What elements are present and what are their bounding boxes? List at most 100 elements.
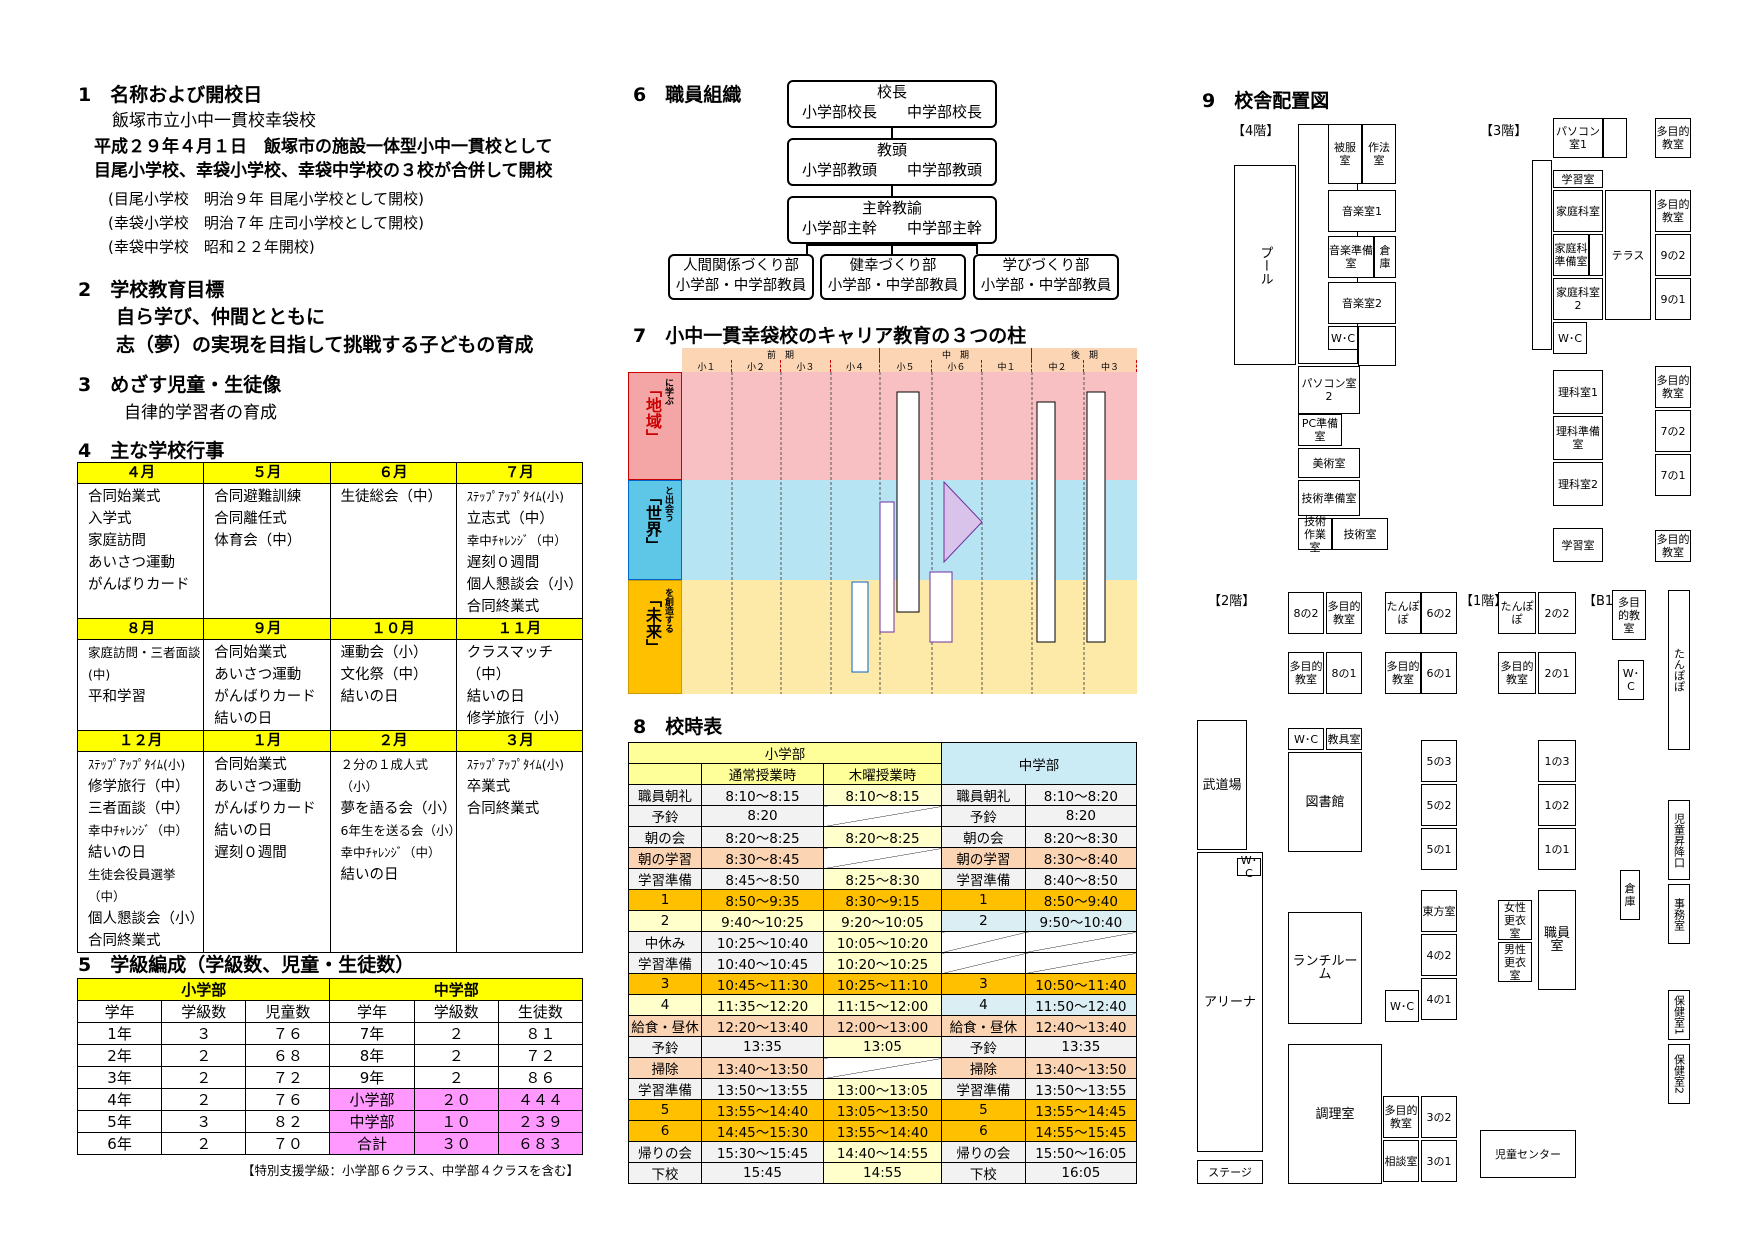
room-wc-b1: W･C [1618, 660, 1644, 700]
room-budo: 武道場 [1197, 720, 1247, 850]
class-cell: ７６ [245, 1088, 331, 1111]
room-multi-2f: 多目的教室 [1326, 592, 1362, 634]
class-cell: 4年 [76, 1088, 163, 1111]
timetable-cell: 13:40～13:50 [701, 1057, 824, 1079]
timetable-cell: 給食・昼休 [628, 1015, 702, 1037]
class-cell: ８６ [497, 1066, 584, 1089]
room-503: 5の3 [1421, 740, 1457, 782]
events-cell: 家庭訪問・三者面談(中)平和学習 [76, 639, 205, 731]
timetable-cell: 1 [628, 889, 702, 911]
class-cell: 1年 [76, 1022, 163, 1045]
chief-teacher-box: 主幹教諭小学部主幹 中学部主幹 [787, 196, 997, 244]
timetable-cell: 8:30～8:40 [1024, 847, 1138, 869]
room-arena: アリーナ [1197, 852, 1263, 1152]
class-col-header: 学年 [329, 1000, 415, 1023]
sec8-heading: 8 校時表 [633, 716, 723, 738]
timetable-cell: 12:40～13:40 [1024, 1015, 1138, 1037]
timetable-cell: 予鈴 [941, 805, 1026, 827]
room-home: 家庭科室 [1553, 190, 1603, 232]
room-702: 7の2 [1655, 410, 1691, 452]
events-cell: ｽﾃｯﾌﾟｱｯﾌﾟﾀｲﾑ(小)修学旅行（中）三者面談（中）幸中ﾁｬﾚﾝｼﾞ（中）… [76, 751, 205, 953]
room-multi-3f: 多目的教室 [1655, 118, 1691, 158]
class-cell: ７２ [245, 1066, 331, 1089]
goal-line-2: 志（夢）の実現を目指して挑戦する子どもの育成 [116, 334, 534, 356]
room-art2: 美術室 [1298, 448, 1360, 478]
room-tanpopo-1f: たんぽぽ [1498, 592, 1536, 634]
timetable-cell: 16:05 [1024, 1162, 1138, 1184]
room-multi-3f-3: 多目的教室 [1655, 366, 1691, 408]
room-teacher: 教具室 [1326, 728, 1362, 750]
class-cell: ７２ [497, 1044, 584, 1067]
timetable-cell: 8:20 [1024, 805, 1138, 827]
month-cell: ５月 [203, 462, 331, 484]
room-tanpopo-2f: たんぽぽ [1385, 592, 1421, 634]
timetable-cell: 12:20～13:40 [701, 1015, 824, 1037]
class-cell: ２ [413, 1022, 499, 1045]
room-multi-2f-4: 多目的教室 [1383, 1096, 1419, 1138]
room-cook: 調理室 [1288, 1044, 1382, 1184]
room-402: 4の2 [1421, 934, 1457, 976]
timetable-cell: 13:40～13:50 [1024, 1057, 1138, 1079]
room-storage-3f [1589, 234, 1603, 276]
timetable-cell: 学習準備 [941, 1078, 1026, 1100]
class-cell: ４４４ [497, 1088, 584, 1111]
timetable-cell: 11:15～12:00 [823, 994, 942, 1016]
room-nurse1: 保健室1 [1668, 990, 1690, 1040]
timetable-cell: 給食・昼休 [941, 1015, 1026, 1037]
floor4-label: 【4階】 [1232, 124, 1280, 139]
room-broad: 被服室 [1328, 124, 1362, 184]
room-kids: 児童センター [1480, 1130, 1576, 1178]
timetable-cell: 予鈴 [628, 805, 702, 827]
sec6-heading: 6 職員組織 [633, 84, 742, 106]
room-multi-3f-2: 多目的教室 [1655, 190, 1691, 232]
room-multi-3f-4: 多目的教室 [1655, 530, 1691, 562]
class-cell: ２ [161, 1066, 247, 1089]
timetable-cell [823, 847, 942, 869]
timetable-cell: 掃除 [941, 1057, 1026, 1079]
timetable-cell: 13:55～14:40 [701, 1099, 824, 1121]
zone-world-sub: と出会う [663, 486, 673, 522]
timetable-cell: 13:50～13:55 [1024, 1078, 1138, 1100]
history-1: (目尾小学校 明治９年 目尾小学校として開校) [108, 190, 425, 208]
timetable-cell: 8:20～8:25 [701, 826, 824, 848]
grade-label: 小３ [781, 360, 831, 373]
class-col-header: 学級数 [413, 1000, 499, 1023]
room-prep-3f [1603, 118, 1627, 158]
period-middle: 中 期 [880, 348, 1032, 361]
room-lunch: ランチルーム [1288, 912, 1362, 1024]
class-cell: ２３９ [497, 1110, 584, 1133]
room-wc-4f: W･C [1328, 326, 1358, 350]
month-cell: ３月 [455, 730, 584, 752]
timetable-cell: 13:50～13:55 [701, 1078, 824, 1100]
room-music2: 音楽室2 [1328, 282, 1396, 324]
month-cell: ２月 [329, 730, 457, 752]
zone-community-sub: に学ぶ [663, 378, 673, 405]
room-library: 図書館 [1288, 752, 1362, 852]
room-pc-prep: PC準備室 [1298, 414, 1342, 446]
history-2: (幸袋小学校 明治７年 庄司小学校として開校) [108, 214, 425, 232]
room-wc-1f: W･C [1385, 990, 1419, 1022]
zone-future-sub: を創造する [663, 588, 673, 633]
event-item: 文化祭（中） [340, 667, 428, 683]
timetable-cell [1024, 952, 1138, 974]
corridor-3f [1532, 160, 1552, 350]
timetable-cell: 8:20～8:30 [1024, 826, 1138, 848]
room-301: 3の1 [1421, 1140, 1457, 1182]
room-terrace: テラス [1605, 190, 1651, 320]
timetable-cell: 8:20 [701, 805, 824, 827]
timetable-cell: 11:35～12:20 [701, 994, 824, 1016]
grade-label: 中１ [982, 360, 1032, 373]
class-cell: ２０ [413, 1088, 499, 1111]
history-3: (幸袋中学校 昭和２２年開校) [108, 238, 315, 256]
class-cell: 中学部 [329, 1110, 415, 1133]
timetable-cell: 10:25～11:10 [823, 973, 942, 995]
